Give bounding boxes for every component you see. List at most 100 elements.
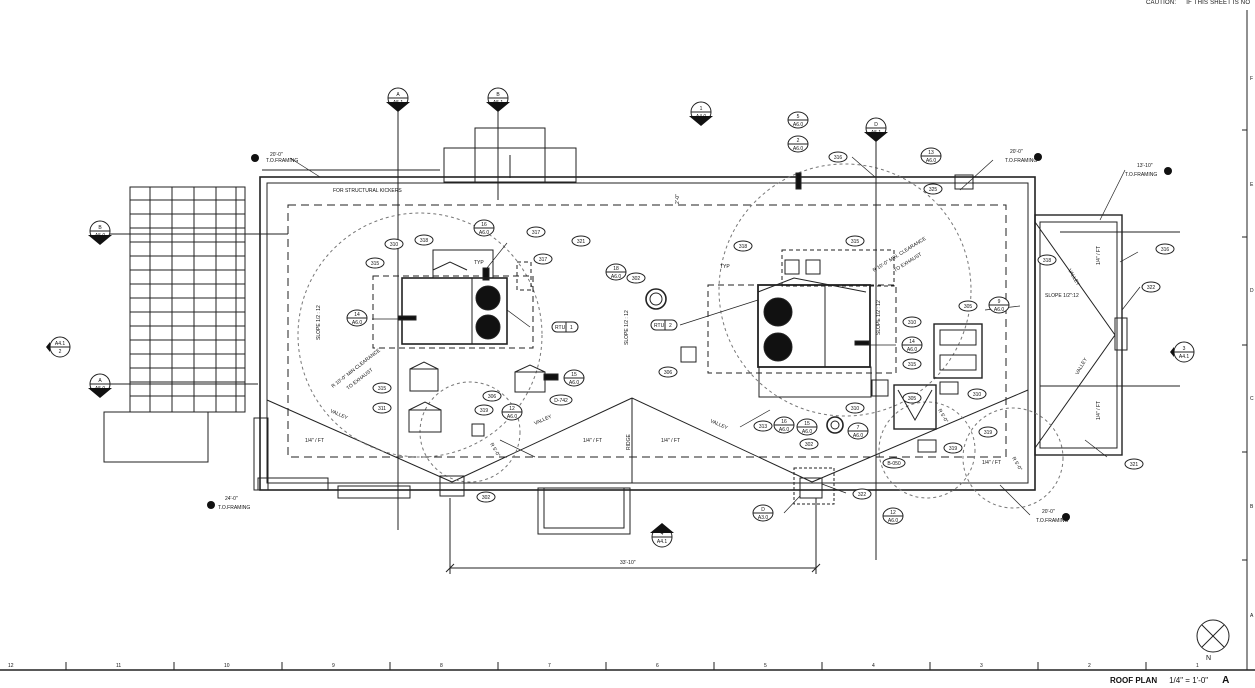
title-block: ROOF PLAN 1/4" = 1'-0" A: [1110, 673, 1229, 687]
svg-text:A: A: [98, 378, 102, 384]
keynote-tag: 318: [733, 240, 753, 252]
svg-text:B: B: [98, 225, 102, 231]
drawing-scale: 1/4" = 1'-0": [1169, 675, 1209, 685]
keynote-tags: 316 325 317 321 310 318 315 317 318 315 …: [365, 151, 1175, 503]
svg-text:310: 310: [851, 406, 860, 412]
overall-dimension: [445, 498, 821, 574]
svg-text:15: 15: [804, 421, 810, 427]
svg-text:317: 317: [539, 257, 548, 263]
col-label-2: 2: [1088, 663, 1091, 669]
keynote-tag: 322: [852, 488, 872, 500]
svg-text:315: 315: [851, 239, 860, 245]
keynote-tag: 313: [753, 420, 773, 432]
svg-text:315: 315: [371, 261, 380, 267]
svg-text:317: 317: [532, 230, 541, 236]
row-label-f: F: [1250, 76, 1253, 82]
detail-bubble: 5A6.0: [787, 111, 809, 129]
detail-bubble: 2A6.0: [787, 135, 809, 153]
svg-text:RTU: RTU: [555, 325, 566, 331]
detail-bubble: 7A6.0: [847, 422, 869, 440]
svg-text:310: 310: [390, 242, 399, 248]
leader-lines: [289, 156, 1141, 516]
keynote-tag: 318: [414, 234, 434, 246]
keynote-tag: 306: [482, 390, 502, 402]
svg-text:322: 322: [858, 492, 867, 498]
svg-text:A4.0: A4.0: [696, 114, 707, 120]
svg-text:321: 321: [1130, 462, 1139, 468]
svg-text:A6.0: A6.0: [793, 146, 804, 152]
svg-text:7: 7: [857, 425, 860, 431]
note-slope-right: SLOPE 1/2":12: [1045, 293, 1079, 299]
col-label-1: 1: [1196, 663, 1199, 669]
svg-text:D-742: D-742: [554, 398, 568, 404]
svg-text:A5.0: A5.0: [95, 233, 106, 239]
svg-text:A6.0: A6.0: [802, 429, 813, 435]
svg-text:9: 9: [998, 299, 1001, 305]
column-ticks: [65, 662, 1147, 670]
keynote-tag: 316: [828, 151, 848, 163]
section-marker: A A5.0: [88, 373, 112, 398]
caution-label: CAUTION:: [1146, 0, 1177, 6]
note-slope-rate: 1/4" / FT: [982, 460, 1001, 466]
svg-text:310: 310: [973, 392, 982, 398]
elevation-icon: [251, 154, 259, 162]
svg-text:A6.0: A6.0: [853, 433, 864, 439]
keynote-tag: 311: [372, 402, 392, 414]
svg-text:A6.0: A6.0: [994, 307, 1005, 313]
keynote-tag: 317: [533, 253, 553, 265]
dimension-small-label: 2'-0": [675, 194, 681, 204]
keynote-tag: D-742: [549, 394, 573, 406]
note-slope-left: SLOPE 1/2 : 12: [316, 305, 322, 340]
north-arrow-label: N: [1206, 655, 1211, 662]
rtu-tag: RTU 2: [650, 319, 678, 331]
svg-text:313: 313: [759, 424, 768, 430]
keynote-tag: 302: [799, 438, 819, 450]
section-marker: D A5.1: [864, 117, 888, 142]
parapet-inner: [266, 182, 1029, 484]
svg-text:315: 315: [378, 386, 387, 392]
row-ticks: [1242, 129, 1247, 561]
framing-dashed-line: [287, 204, 1007, 458]
svg-text:2: 2: [797, 138, 800, 144]
svg-text:A6.0: A6.0: [569, 380, 580, 386]
svg-text:318: 318: [1043, 258, 1052, 264]
elevation-tag: 20'-0" T.O.FRAMING: [1036, 509, 1070, 524]
svg-text:A4.1: A4.1: [1179, 354, 1190, 360]
note-slope-rate: 1/4" / FT: [661, 438, 680, 444]
col-label-8: 8: [440, 663, 443, 669]
keynote-tag: 315: [372, 382, 392, 394]
svg-text:A4.1: A4.1: [657, 539, 668, 545]
col-label-7: 7: [548, 663, 551, 669]
svg-text:321: 321: [577, 239, 586, 245]
svg-text:316: 316: [1161, 247, 1170, 253]
svg-text:2: 2: [59, 349, 62, 355]
svg-text:A6.0: A6.0: [352, 320, 363, 326]
svg-text:5: 5: [797, 114, 800, 120]
section-marker: B A5.1: [486, 87, 510, 112]
col-label-11: 11: [116, 663, 121, 669]
svg-text:311: 311: [378, 406, 386, 412]
svg-text:322: 322: [1147, 285, 1156, 291]
svg-text:4: 4: [661, 531, 664, 537]
svg-text:319: 319: [984, 430, 993, 436]
keynote-tag: 302: [476, 491, 496, 503]
svg-text:A3.0: A3.0: [758, 515, 769, 521]
note-slope-rate: 1/4" / FT: [583, 438, 602, 444]
dimension-overall-label: 33'-10": [620, 560, 636, 566]
keynote-tag: 322: [1141, 281, 1161, 293]
note-typ: TYP: [474, 260, 484, 266]
elevation-value: 20'-0": [1042, 509, 1055, 515]
row-label-c: C: [1250, 396, 1254, 402]
elevation-label: T.O.FRAMING: [218, 505, 250, 511]
svg-text:302: 302: [482, 495, 491, 501]
keynote-tag: 306: [658, 366, 678, 378]
adjacent-building-block: [103, 411, 209, 463]
svg-text:A: A: [396, 92, 400, 98]
note-typ: TYP: [720, 264, 730, 270]
keynote-tag: 319: [474, 404, 494, 416]
svg-text:RTU: RTU: [654, 323, 665, 329]
row-label-b: B: [1250, 504, 1254, 510]
